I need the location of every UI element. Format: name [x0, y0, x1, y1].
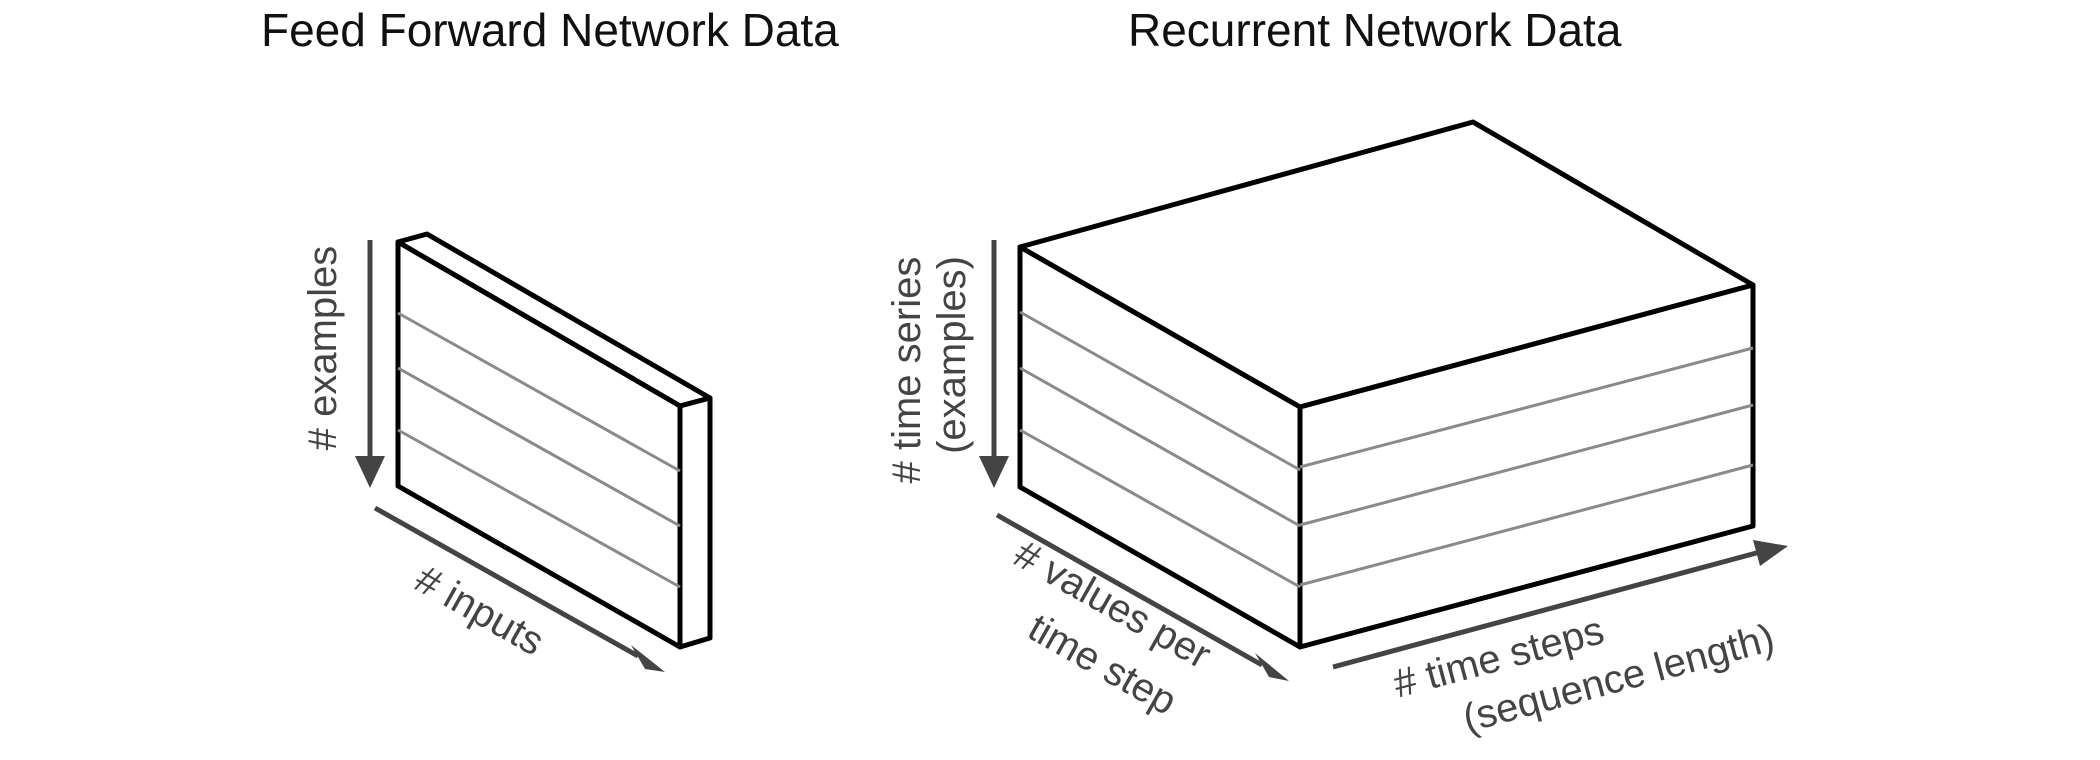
time-series-label: # time series [885, 257, 929, 484]
feed-forward-slab [395, 231, 713, 650]
slab-side-face [677, 395, 713, 650]
values-per-step-arrow [995, 512, 1289, 681]
recurrent-title: Recurrent Network Data [1128, 4, 1622, 56]
inputs-label: # inputs [408, 557, 552, 664]
feed-forward-title: Feed Forward Network Data [261, 4, 839, 56]
slab-front-face [395, 239, 683, 650]
inputs-arrow [373, 505, 665, 672]
slab-layer-line [397, 428, 681, 589]
time-series-sublabel: (examples) [930, 256, 974, 454]
block-layer-line [1019, 310, 1301, 472]
block-layer-line [1019, 428, 1301, 589]
recurrent-block [1017, 119, 1756, 650]
examples-arrow [355, 240, 385, 488]
slab-layer-line [397, 366, 681, 528]
block-layer-line [1019, 366, 1301, 528]
block-layer-line [1299, 463, 1754, 587]
slab-layer-line [397, 311, 681, 473]
examples-label: # examples [301, 246, 345, 451]
time-steps-arrow [1332, 540, 1788, 670]
time-series-arrow [979, 240, 1009, 488]
block-layer-line [1299, 346, 1754, 469]
block-layer-line [1299, 403, 1754, 527]
